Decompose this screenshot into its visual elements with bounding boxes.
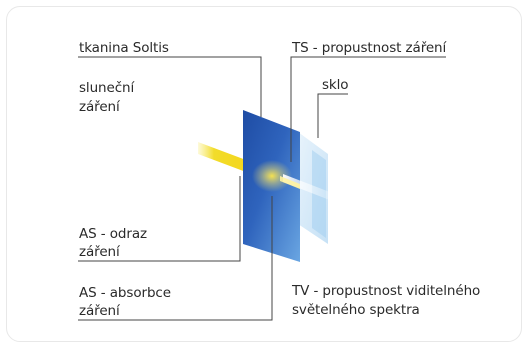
label-absorption-line1: AS - absorbce [79, 285, 171, 301]
leader-fabric [78, 56, 262, 117]
beam-glow [252, 160, 292, 192]
leader-absorption [78, 196, 273, 321]
leader-reflection [78, 176, 241, 262]
label-reflection-line1: AS - odraz [79, 226, 147, 242]
transmitted-beam-core [280, 176, 300, 189]
leader-glass [317, 93, 348, 138]
label-tv-line1: TV - propustnost viditelného [292, 283, 481, 299]
leader-ts [290, 56, 446, 162]
label-ts: TS - propustnost záření [292, 40, 447, 56]
label-solar-radiation-line2: záření [79, 99, 120, 115]
label-fabric: tkanina Soltis [79, 40, 169, 56]
label-tv-line2: světelného spektra [292, 302, 420, 318]
label-glass: sklo [322, 77, 349, 93]
label-solar-radiation-line1: sluneční [79, 80, 135, 96]
label-absorption-line2: záření [79, 303, 120, 319]
transmitted-beam [283, 174, 340, 204]
leader-lines [78, 56, 446, 321]
label-reflection-line2: záření [79, 244, 120, 260]
